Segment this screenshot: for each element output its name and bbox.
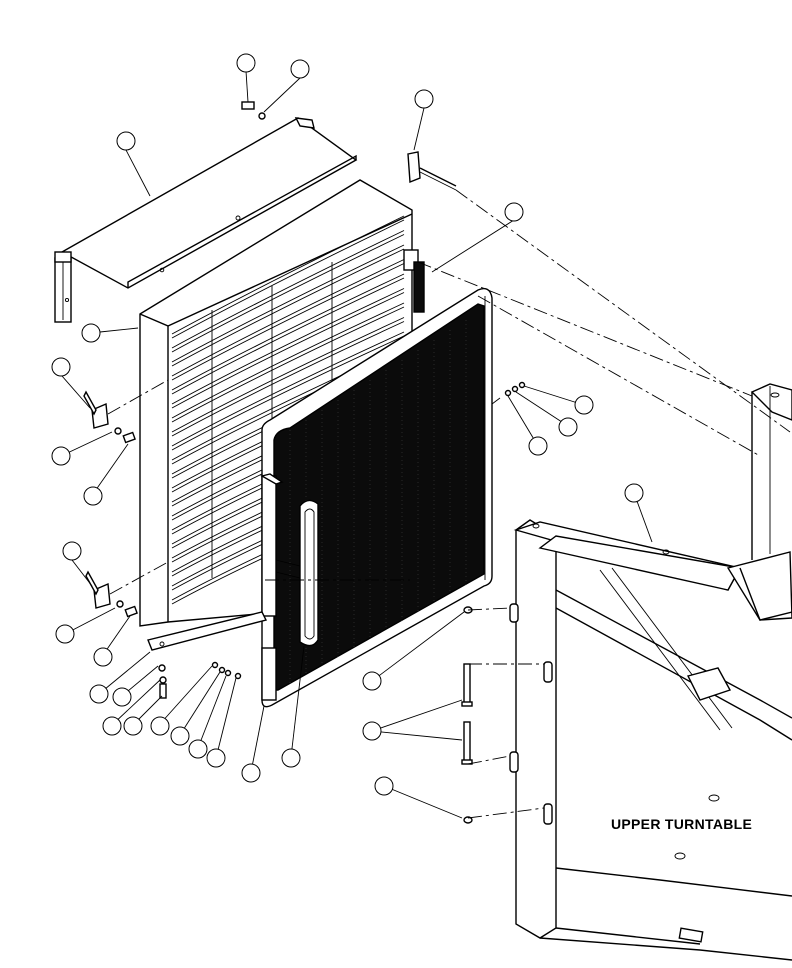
callout-bubble [51, 446, 71, 466]
callout-bubble [93, 647, 113, 667]
callout-bubble [83, 486, 103, 506]
callout-bubble [290, 59, 310, 79]
louver-line [171, 288, 405, 405]
callout-bubble [62, 541, 82, 561]
louver-line [171, 234, 405, 353]
callout-bubble [236, 53, 256, 73]
top-bolt [241, 101, 266, 120]
louver-line [171, 248, 405, 367]
callout-bubble [51, 357, 71, 377]
callout-bubble [624, 483, 644, 503]
louver-line [171, 331, 405, 447]
callout-bubble [414, 89, 434, 109]
door-handle [260, 473, 319, 701]
callout-bubble [362, 671, 382, 691]
callout-bubble [241, 763, 261, 783]
bottom-strip [147, 611, 268, 651]
callout-bubble [528, 436, 548, 456]
bottom-fasteners [158, 661, 242, 699]
upper-turntable-label: UPPER TURNTABLE [611, 816, 752, 832]
louver-line [171, 321, 405, 437]
lower-hinge [85, 570, 111, 609]
callout-bubble [558, 417, 578, 437]
callout-bubble [55, 624, 75, 644]
callout-bubble [504, 202, 524, 222]
frame-bolts [461, 603, 553, 825]
callout-bubble [281, 748, 301, 768]
latch-pin [407, 151, 457, 191]
callout-bubble [150, 716, 170, 736]
louver-line [171, 273, 405, 391]
callout-bubbles [51, 53, 644, 796]
alignment-lines [107, 189, 791, 819]
louver-line [171, 317, 405, 433]
callout-bubble [188, 739, 208, 759]
callout-bubble [123, 716, 143, 736]
callout-bubble [89, 684, 109, 704]
callout-bubble [206, 748, 226, 768]
upper-hinge [83, 390, 109, 429]
louver-line [171, 219, 405, 339]
louver-line [171, 244, 405, 363]
callout-bubble [374, 776, 394, 796]
callout-bubble [574, 395, 594, 415]
upper-turntable-frame [513, 383, 792, 961]
louver-line [171, 215, 405, 335]
callout-bubble [81, 323, 101, 343]
louver-line [171, 259, 405, 377]
louver-line [171, 302, 405, 419]
callout-bubble [170, 726, 190, 746]
right-fasteners [504, 381, 526, 397]
callout-bubble [102, 716, 122, 736]
louver-line [171, 306, 405, 423]
callout-bubble [362, 721, 382, 741]
louver-line [171, 335, 405, 451]
filter-screen-door [261, 287, 493, 708]
louver-line [171, 263, 405, 381]
louver-line [171, 230, 405, 349]
louver-line [171, 277, 405, 395]
top-cover-plate [54, 117, 358, 323]
left-fasteners [114, 427, 138, 618]
louver-line [171, 292, 405, 409]
callout-bubble [116, 131, 136, 151]
callout-bubble [112, 687, 132, 707]
